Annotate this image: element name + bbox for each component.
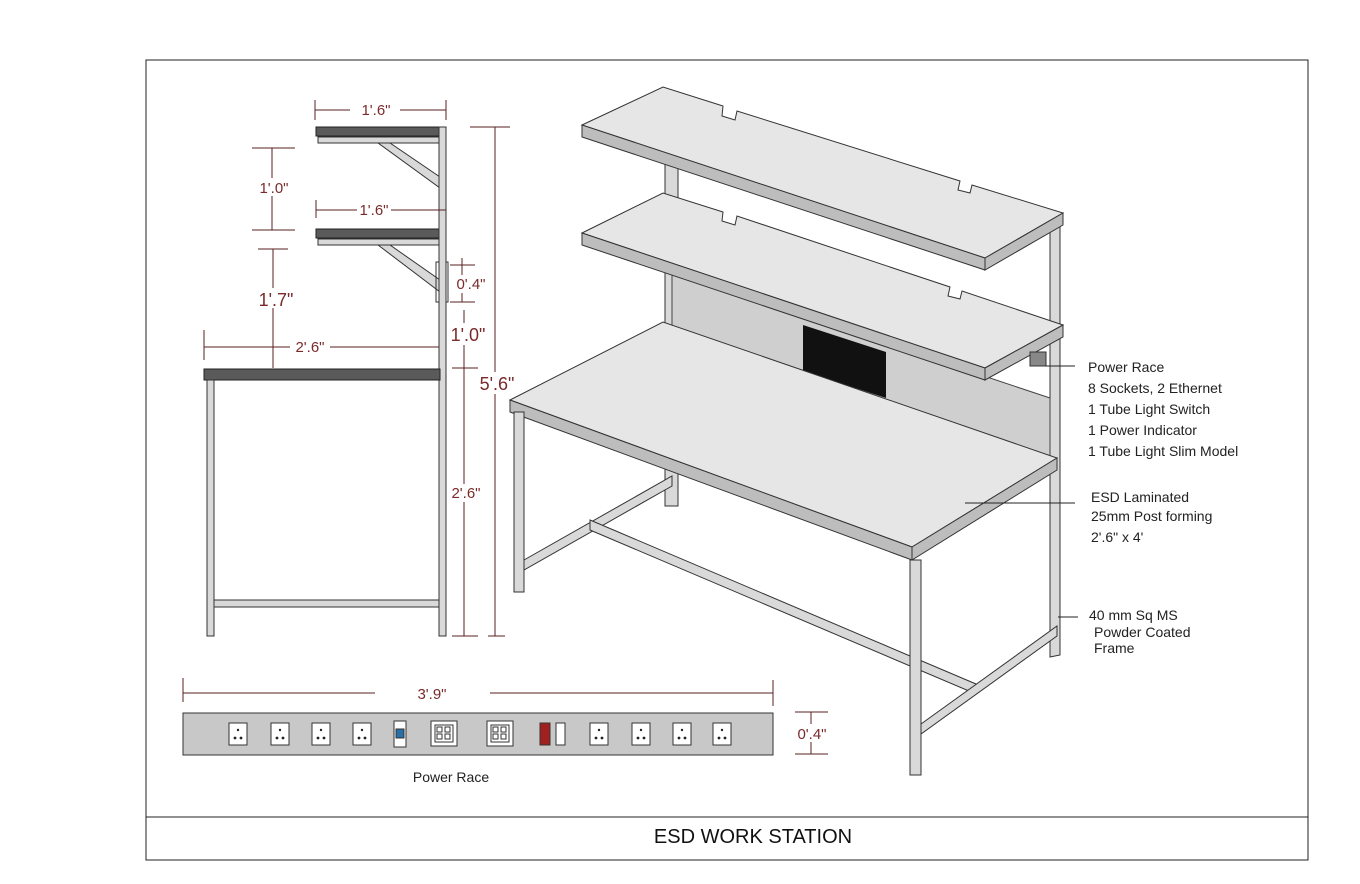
front-right-leg [909,559,922,776]
power-race-end [1029,351,1047,367]
power-indicator-icon [539,722,551,746]
socket-icon [311,722,331,746]
top-note: ESD Laminated 25mm Post forming 2'.6" x … [1091,489,1212,545]
rear-right-post [1049,221,1061,658]
power-race-length: 3'.9" [417,686,446,703]
dim-power-race-height: 0'.4" [456,276,485,293]
note-line: 25mm Post forming [1091,508,1212,524]
mid-shelf-side [984,324,1064,381]
note-line: 1 Tube Light Slim Model [1088,443,1238,459]
dim-top-shelf-width: 1'.6" [361,102,390,119]
power-race-note: Power Race 8 Sockets, 2 Ethernet 1 Tube … [1088,359,1238,459]
socket-icon [589,722,609,746]
socket-icon [352,722,372,746]
desk-side-edge [911,457,1058,561]
dim-mid-shelf-width: 1'.6" [359,202,388,219]
note-line: Frame [1094,640,1135,656]
dim-desk-height: 2'.6" [451,485,480,502]
socket-icon [712,722,732,746]
top-bracket [376,142,441,189]
front-left-leg [513,411,525,593]
dim-shelf-to-desk: 1'.7" [259,290,294,310]
mid-bracket [376,244,441,294]
mid-shelf [315,228,441,239]
dim-desk-depth: 2'.6" [295,339,324,356]
note-line: 1 Power Indicator [1088,422,1197,438]
top-shelf-side [984,212,1064,271]
right-crossbar [920,625,1058,735]
socket-icon [228,722,248,746]
power-race-height: 0'.4" [797,726,826,743]
front-leg-side [206,379,215,637]
power-race-label: Power Race [413,769,489,785]
rear-post [438,126,447,637]
note-line: ESD Laminated [1091,489,1189,505]
frame-note: 40 mm Sq MS Powder Coated Frame [1089,607,1191,656]
power-race-view: 3'.9" 0'.4" Power Race [182,678,830,785]
note-line: Power Race [1088,359,1164,375]
socket-icon [270,722,290,746]
top-shelf-support [317,136,441,144]
dim-total-height: 5'.6" [480,374,515,394]
mid-shelf-support [317,238,441,246]
note-line: 40 mm Sq MS [1089,607,1178,623]
perspective-view: Power Race 8 Sockets, 2 Ethernet 1 Tube … [508,86,1238,776]
note-line: 1 Tube Light Switch [1088,401,1210,417]
switch-icon [555,722,566,746]
note-line: 8 Sockets, 2 Ethernet [1088,380,1222,396]
dim-post-above-desk: 1'.0" [451,325,486,345]
note-line: Powder Coated [1094,624,1191,640]
top-shelf [315,126,447,137]
side-view: 1'.6" 1'.0" 1'.6" 1'.7" 2'.6" 0'.4" 1'.0… [203,100,517,637]
socket-icon [631,722,651,746]
drawing-title: ESD WORK STATION [654,826,852,848]
drawing-border [145,59,1309,861]
note-line: 2'.6" x 4' [1091,529,1143,545]
side-crossbar [213,599,440,608]
power-race-panel [803,325,886,398]
socket-icon [672,722,692,746]
desk-top-side [203,368,441,381]
dim-shelf-gap: 1'.0" [259,180,288,197]
